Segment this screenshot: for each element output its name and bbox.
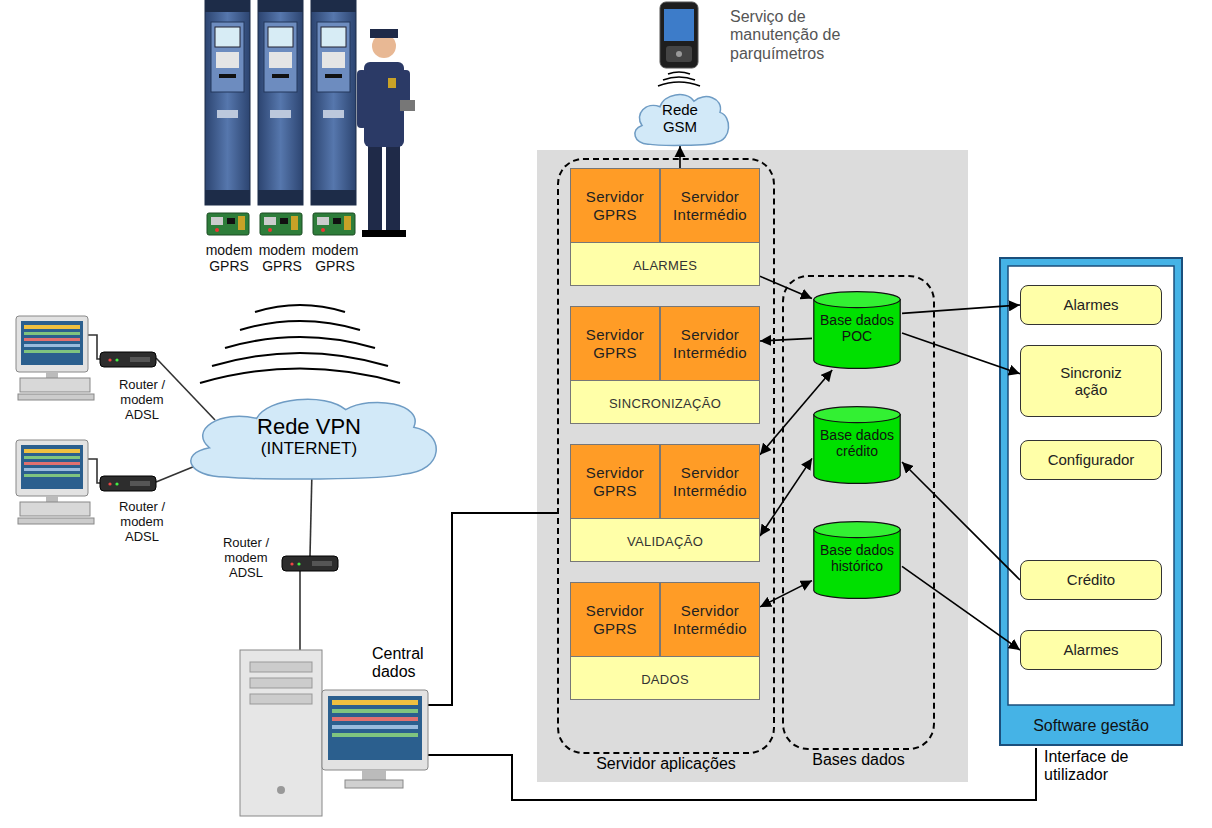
node-text: Alarmes <box>1063 296 1118 313</box>
node-text: Sincroniz ação <box>1054 364 1128 399</box>
function-box: Sincroniz ação <box>1020 345 1162 417</box>
server-box: Servidor GPRS <box>570 444 660 519</box>
caption-label: Router / modem ADSL <box>108 378 176 423</box>
node-text: Servidor Intermédio <box>665 188 755 223</box>
function-box: Alarmes <box>1020 285 1162 325</box>
signal-waves <box>658 72 700 86</box>
dashed-group: Servidor aplicaçõesALARMESServidor GPRSS… <box>557 158 775 754</box>
router <box>100 476 156 491</box>
caption-label: modem GPRS <box>309 242 361 274</box>
server-box: Servidor Intermédio <box>660 582 760 657</box>
server-box: Servidor Intermédio <box>660 168 760 243</box>
function-box: Crédito <box>1020 560 1162 600</box>
server-area <box>537 150 968 782</box>
mobile-phone <box>660 2 698 68</box>
server-box: Servidor GPRS <box>570 582 660 657</box>
node-text: Servidor GPRS <box>575 188 655 223</box>
database-cylinder: Base dados histórico <box>812 520 902 600</box>
connector-arrow <box>760 458 812 536</box>
software-frame <box>1000 258 1182 745</box>
modem-board <box>207 213 249 235</box>
node-text: Base dados histórico <box>812 542 902 574</box>
node-text: Servidor GPRS <box>575 602 655 637</box>
server-box: Servidor Intermédio <box>660 306 760 381</box>
software-panel: Software gestãoAlarmesSincroniz açãoConf… <box>1000 258 1182 745</box>
node-text: VALIDAÇÃO <box>627 534 703 549</box>
database-cylinder: Base dados POC <box>812 290 902 370</box>
caption-label: Interface de utilizador <box>1044 748 1156 785</box>
wires <box>88 335 1036 800</box>
signal-waves <box>200 305 400 383</box>
caption-label: Serviço de manutenção de parquímetros <box>730 8 882 63</box>
caption-label: Central dados <box>372 645 436 682</box>
server-box: Servidor GPRS <box>570 306 660 381</box>
node-text: Servidor Intermédio <box>665 326 755 361</box>
node-text: SINCRONIZAÇÃO <box>609 396 721 411</box>
function-box: Alarmes <box>1020 630 1162 670</box>
server-box: Servidor GPRS <box>570 168 660 243</box>
server-box: Servidor Intermédio <box>660 444 760 519</box>
node-text: Crédito <box>1067 571 1115 588</box>
server-module: DADOS Servidor GPRS Servidor Intermédio <box>570 582 760 700</box>
connector-arrow <box>760 276 812 298</box>
node-text: Servidor Intermédio <box>665 464 755 499</box>
node-text: Servidor GPRS <box>575 464 655 499</box>
node-text: Servidor aplicações <box>539 755 793 773</box>
node-text: Servidor Intermédio <box>665 602 755 637</box>
connector-arrow <box>760 338 812 341</box>
node-text: (INTERNET) <box>261 439 357 459</box>
node-text: Bases dados <box>764 751 953 769</box>
node-text: Base dados crédito <box>812 427 902 459</box>
connector-arrow <box>760 581 812 607</box>
caption-label: modem GPRS <box>256 242 308 274</box>
connector-arrow <box>902 566 1020 650</box>
node-text: Rede GSM <box>655 101 705 136</box>
network-cloud: Rede VPN(INTERNET) <box>178 392 440 480</box>
caption-label: Router / modem ADSL <box>108 500 176 545</box>
computer <box>16 440 94 524</box>
node-text: Servidor GPRS <box>575 326 655 361</box>
parking-meter <box>205 0 250 205</box>
router <box>100 352 156 367</box>
connector-arrow <box>902 305 1020 313</box>
node-text: Rede VPN <box>257 414 361 439</box>
node-text: ALARMES <box>633 258 697 273</box>
server-module: SINCRONIZAÇÃO Servidor GPRS Servidor Inter… <box>570 306 760 424</box>
router <box>282 556 338 571</box>
software-inner <box>1008 266 1174 705</box>
server-module: VALIDAÇÃO Servidor GPRS Servidor Intermédi… <box>570 444 760 562</box>
node-text: Base dados POC <box>812 312 902 344</box>
caption-label: modem GPRS <box>203 242 255 274</box>
connector-arrow <box>679 146 681 168</box>
server-module: ALARMES Servidor GPRS Servidor Intermédio <box>570 168 760 286</box>
computer <box>16 316 94 400</box>
modem-board <box>260 213 302 235</box>
connector-arrow <box>902 333 1020 374</box>
modem-board <box>313 213 355 235</box>
parking-meter <box>311 0 356 205</box>
dashed-group: Bases dadosBase dados POCBase dados créd… <box>782 275 935 750</box>
database-cylinder: Base dados crédito <box>812 405 902 485</box>
node-text: Alarmes <box>1063 641 1118 658</box>
connector-arrow <box>902 462 1020 580</box>
parking-meter <box>258 0 303 205</box>
node-text: Configurador <box>1048 451 1135 468</box>
function-box: Configurador <box>1020 440 1162 480</box>
officer-figure <box>357 29 415 237</box>
node-text: DADOS <box>641 672 689 687</box>
node-text: Software gestão <box>1000 717 1182 735</box>
network-cloud: Rede GSM <box>630 90 730 146</box>
caption-label: Router / modem ADSL <box>212 536 280 581</box>
